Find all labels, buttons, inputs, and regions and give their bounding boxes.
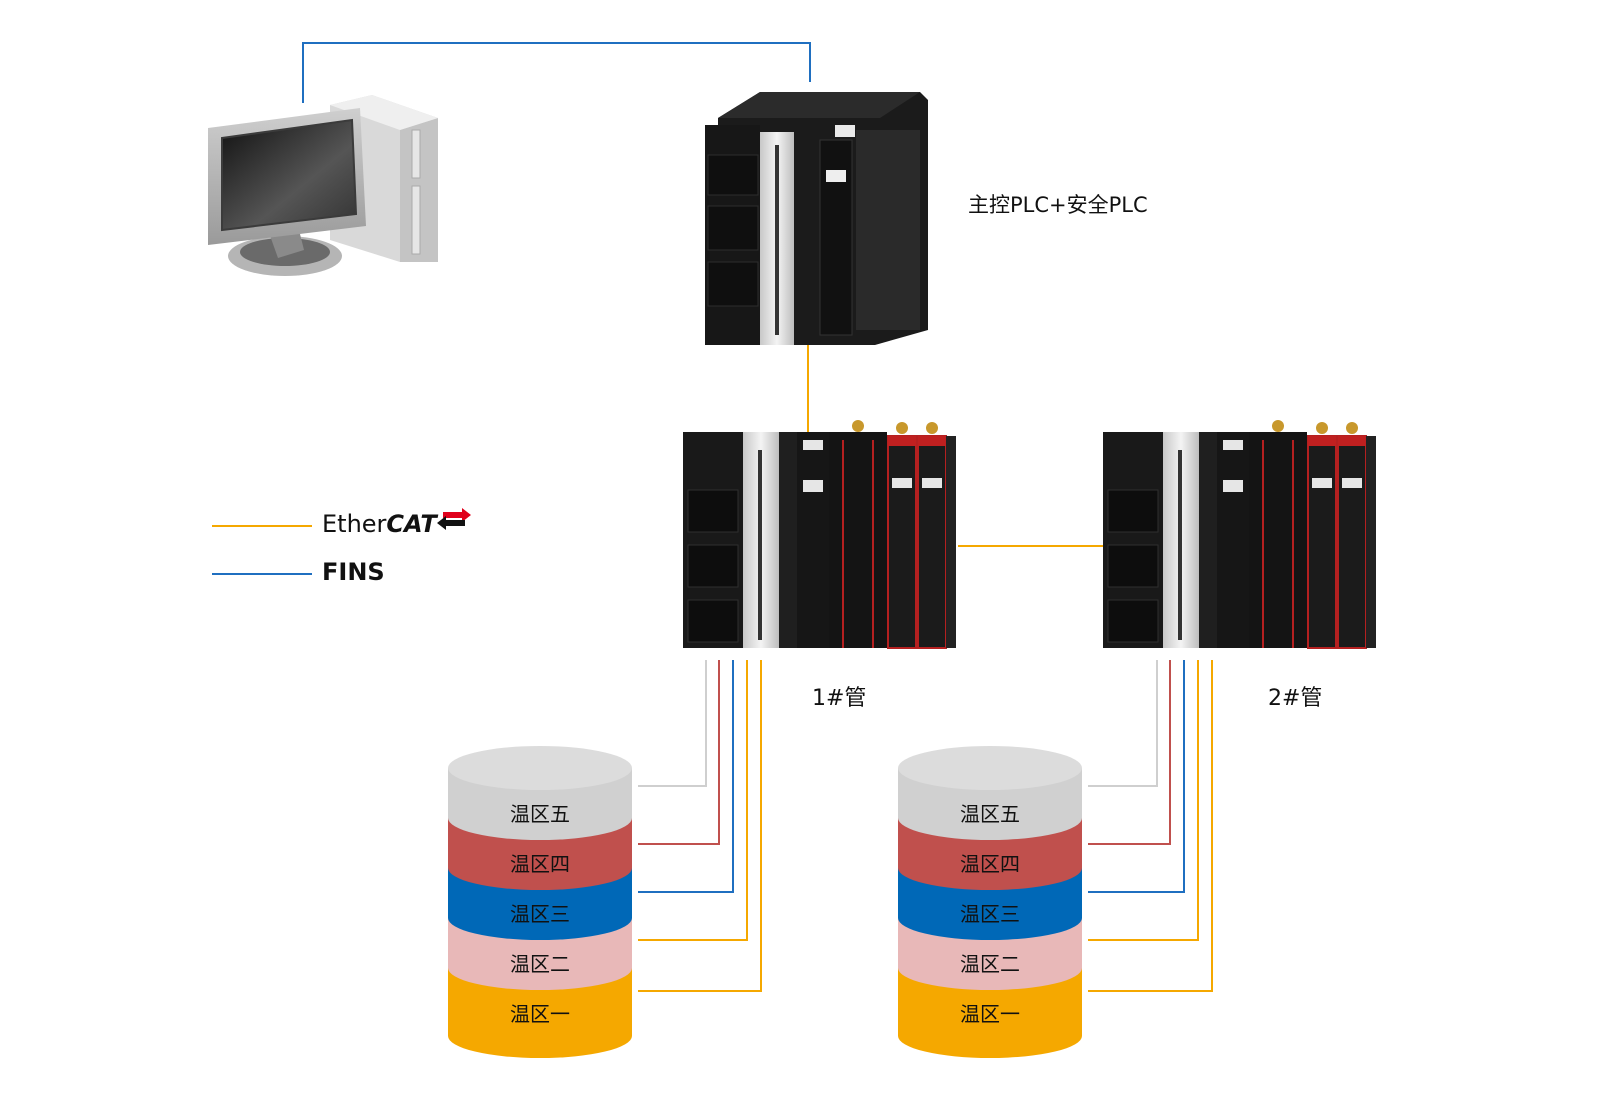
legend-ethercat-label: EtherCAT xyxy=(322,510,437,538)
main-plc-label: 主控PLC+安全PLC xyxy=(968,193,1148,217)
zone-label: 温区二 xyxy=(510,952,570,976)
legend-fins-line xyxy=(212,573,312,575)
zone-label: 温区三 xyxy=(960,902,1020,926)
tank-top xyxy=(898,746,1082,790)
zone-link-4 xyxy=(638,660,748,941)
tube2-label: 2#管 xyxy=(1268,686,1323,711)
main-plc-device xyxy=(705,92,928,345)
legend-ethercat-line xyxy=(212,525,312,527)
fins-link-computer-main-plc xyxy=(302,42,811,103)
zone-label: 温区三 xyxy=(510,902,570,926)
zone-label: 温区一 xyxy=(510,1002,570,1026)
computer-icon xyxy=(208,95,438,276)
tank-top xyxy=(448,746,632,790)
ethercat-text-bold: CAT xyxy=(386,510,437,538)
zone-label: 温区一 xyxy=(960,1002,1020,1026)
zone-link-5 xyxy=(638,660,762,992)
zone-label: 温区五 xyxy=(510,802,570,826)
zone-label: 温区二 xyxy=(960,952,1020,976)
zone-link-2 xyxy=(638,660,720,845)
zone-link-1 xyxy=(1088,660,1158,787)
ethercat-text-light: Ether xyxy=(322,510,387,538)
zone-link-4 xyxy=(1088,660,1199,941)
tank-1 xyxy=(448,746,632,1058)
zone-link-3 xyxy=(638,660,734,893)
zone-link-3 xyxy=(1088,660,1185,893)
tube1-plc-device xyxy=(683,420,956,649)
tank-band-5 xyxy=(898,968,1082,1058)
ethercat-arrows-icon xyxy=(437,508,471,530)
tank-band-5 xyxy=(448,968,632,1058)
legend-fins-label: FINS xyxy=(322,558,385,586)
tube2-plc-device xyxy=(1103,420,1376,649)
zone-link-1 xyxy=(638,660,707,787)
tank-2 xyxy=(898,746,1082,1058)
zone-link-2 xyxy=(1088,660,1171,845)
zone-label: 温区五 xyxy=(960,802,1020,826)
tank-layer xyxy=(448,660,1213,1058)
zone-link-5 xyxy=(1088,660,1213,992)
tube1-label: 1#管 xyxy=(812,686,867,711)
zone-label: 温区四 xyxy=(960,852,1020,876)
zone-label: 温区四 xyxy=(510,852,570,876)
